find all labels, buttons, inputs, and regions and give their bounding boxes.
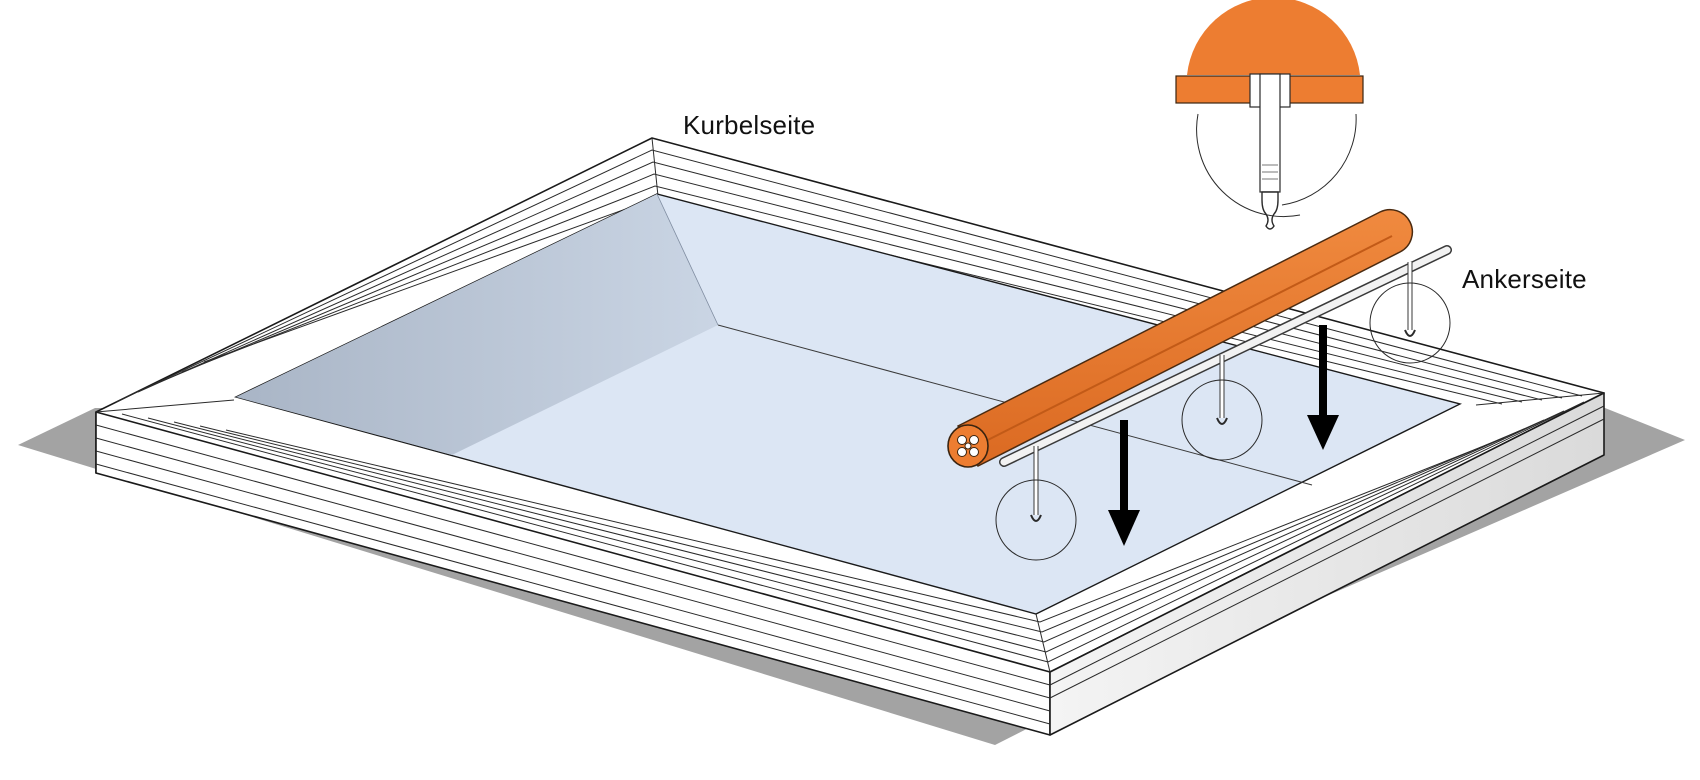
cover-rail [999, 245, 1452, 467]
down-arrow-icon [1108, 420, 1140, 546]
cover-roller [947, 208, 1414, 468]
down-arrow-icon [1307, 325, 1339, 450]
anchor-points [995, 262, 1451, 561]
crank-side-label: Kurbelseite [683, 110, 816, 140]
anchor-hook-icon [1369, 262, 1451, 364]
anchor-hook-icon [995, 446, 1077, 561]
anchor-hook-icon [1181, 355, 1263, 461]
anchor-side-label: Ankerseite [1462, 264, 1587, 294]
detail-callout-icon [1175, 0, 1364, 230]
roller-end-cap [957, 435, 979, 457]
pool-water [234, 193, 1462, 615]
